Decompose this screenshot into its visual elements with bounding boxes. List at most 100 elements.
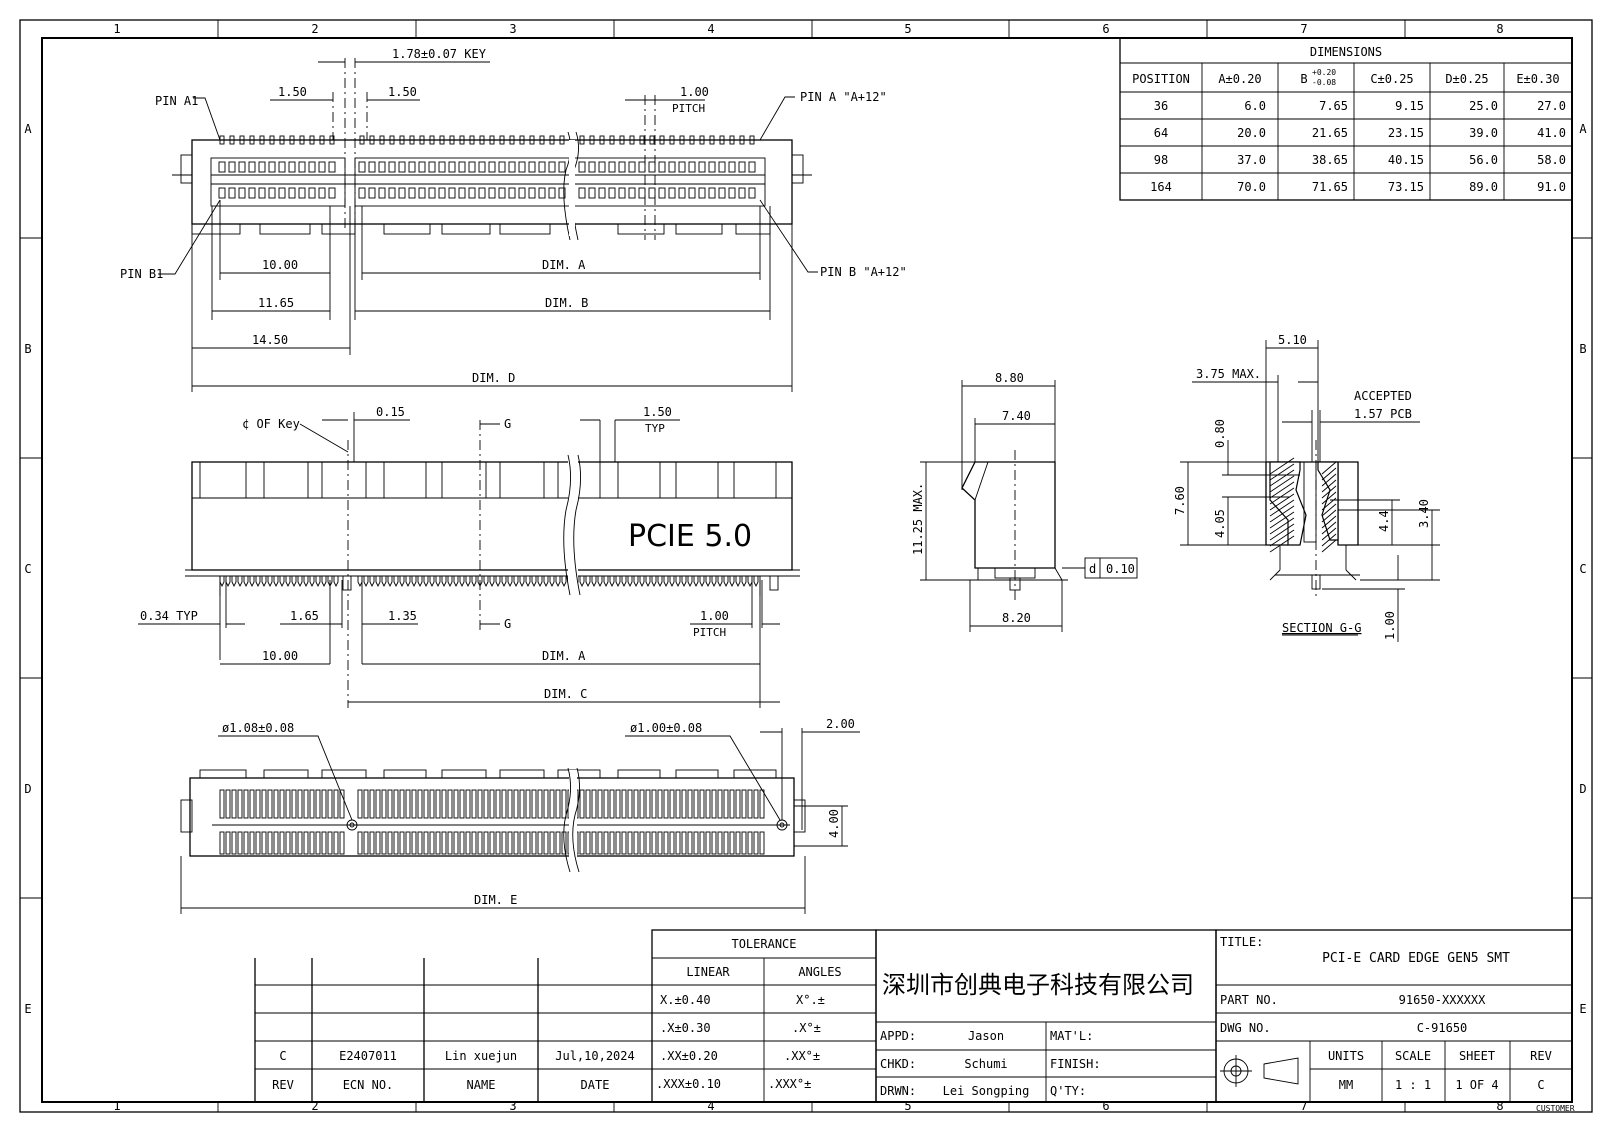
smt-lead	[687, 576, 693, 588]
tolerance-linear-1: .X±0.30	[660, 1021, 711, 1035]
pin-a-contact	[748, 161, 756, 173]
pin-a-tip	[699, 135, 705, 145]
pad-row-a	[675, 789, 681, 819]
pin-a-contact	[528, 161, 536, 173]
housing-tab	[499, 223, 551, 235]
pad-row-b	[717, 831, 723, 855]
smt-lead	[243, 576, 249, 588]
pad-row-a	[459, 789, 465, 819]
pin-b-contact	[588, 187, 596, 199]
housing-tab	[735, 223, 771, 235]
bottom-view-pads	[212, 789, 790, 855]
pad-row-b	[387, 831, 393, 855]
label-pin-a1: PIN A1	[155, 94, 198, 108]
pad-row-a	[759, 789, 765, 819]
pin-a-contact	[498, 161, 506, 173]
col-label-7: 7	[1300, 22, 1307, 36]
pad-row-b	[747, 831, 753, 855]
smt-lead	[525, 576, 531, 588]
pad-row-a	[561, 789, 567, 819]
housing-window	[441, 461, 487, 499]
pin-a-contact	[238, 161, 246, 173]
pin-a-tip	[719, 135, 725, 145]
dim-table-cell: 40.15	[1388, 153, 1424, 167]
hatch-line	[1321, 533, 1337, 547]
pad-row-b	[249, 831, 255, 855]
appd-label: APPD:	[880, 1029, 916, 1043]
col-label-6-bottom: 6	[1102, 1099, 1109, 1113]
sheet-label: SHEET	[1459, 1049, 1495, 1063]
pin-a-contact	[358, 161, 366, 173]
side-view: 8.80 7.40 11.25 MAX. d 0.10 8.20	[911, 371, 1138, 632]
smt-lead	[321, 576, 327, 588]
pad-row-a	[525, 789, 531, 819]
pad-row-b	[657, 831, 663, 855]
pad-row-a	[639, 789, 645, 819]
pin-b-contact	[598, 187, 606, 199]
pad-row-a	[291, 789, 297, 819]
pin-a-tip	[539, 135, 545, 145]
pin-b-contact	[728, 187, 736, 199]
rev-value: C	[1537, 1078, 1544, 1092]
front-view-pins	[219, 575, 779, 596]
units-value: MM	[1339, 1078, 1353, 1092]
pad-row-b	[429, 831, 435, 855]
dim-7-60: 7.60	[1173, 486, 1187, 515]
housing-window	[383, 461, 427, 499]
smt-lead	[357, 576, 363, 588]
smt-lead	[645, 576, 651, 588]
label-accepted: ACCEPTED	[1354, 389, 1412, 403]
dim-header-b: B	[1300, 72, 1307, 86]
pad-row-a	[219, 789, 225, 819]
pad-row-b	[525, 831, 531, 855]
smt-lead	[543, 576, 549, 588]
pin-b-contact	[498, 187, 506, 199]
dim-5-10: 5.10	[1278, 333, 1307, 347]
pad-row-a	[375, 789, 381, 819]
dim-header-a: A±0.20	[1218, 72, 1261, 86]
smt-lead	[231, 576, 237, 588]
pin-a-tip	[659, 135, 665, 145]
pin-a-contact	[298, 161, 306, 173]
dim-table-cell: 56.0	[1469, 153, 1498, 167]
front-view-windows	[199, 461, 777, 499]
hatch-line	[1321, 527, 1337, 541]
pin-a-contact	[228, 161, 236, 173]
pad-row-a	[327, 789, 333, 819]
pin-b-contact	[218, 187, 226, 199]
smt-lead	[273, 576, 279, 588]
pin-b-contact	[238, 187, 246, 199]
pin-b-contact	[548, 187, 556, 199]
pin-a-contact	[458, 161, 466, 173]
dim-1-35: 1.35	[388, 609, 417, 623]
pin-a-tip	[369, 135, 375, 145]
pad-row-a	[555, 789, 561, 819]
pin-b-contact	[408, 187, 416, 199]
pin-a-contact	[668, 161, 676, 173]
pin-a-tip	[549, 135, 555, 145]
pin-a-contact	[548, 161, 556, 173]
pin-a-tip	[519, 135, 525, 145]
tolerance-linear-3: .XXX±0.10	[656, 1077, 721, 1091]
dim-1-50-left: 1.50	[278, 85, 307, 99]
pin-a-tip	[629, 135, 635, 145]
pin-a-tip	[619, 135, 625, 145]
scale-value: 1 : 1	[1395, 1078, 1431, 1092]
pad-row-a	[417, 789, 423, 819]
smt-lead	[501, 576, 507, 588]
smt-lead	[555, 576, 561, 588]
smt-lead	[237, 576, 243, 588]
pad-row-a	[531, 789, 537, 819]
pad-row-b	[693, 831, 699, 855]
smt-lead	[309, 576, 315, 588]
smt-lead	[711, 576, 717, 588]
pad-row-a	[435, 789, 441, 819]
pad-row-a	[681, 789, 687, 819]
pad-row-b	[285, 831, 291, 855]
revision-date: Jul,10,2024	[555, 1049, 634, 1063]
pin-b-contact	[678, 187, 686, 199]
pin-b-contact	[248, 187, 256, 199]
hatch-line	[1321, 461, 1337, 475]
pad-row-a	[741, 789, 747, 819]
dim-header-d: D±0.25	[1445, 72, 1488, 86]
